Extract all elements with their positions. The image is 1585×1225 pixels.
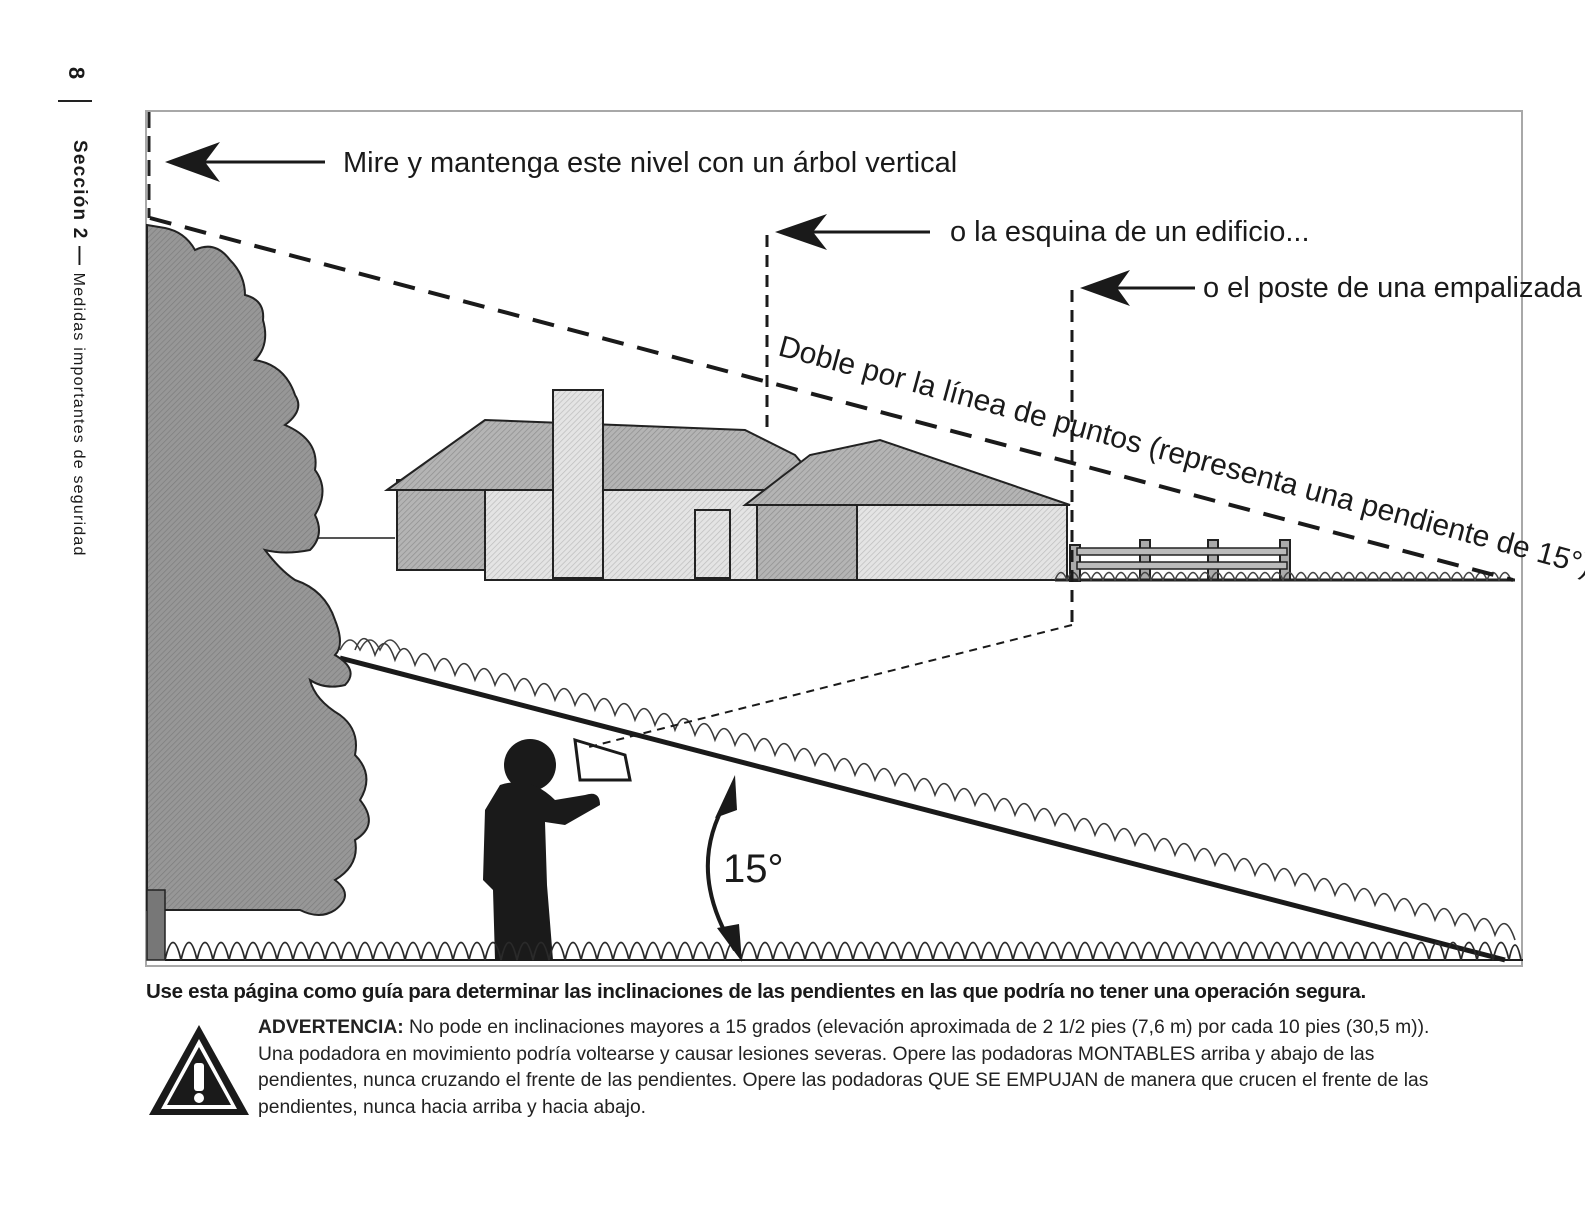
- slope-hill: [339, 637, 1516, 963]
- figure-caption: Use esta página como guía para determina…: [146, 980, 1366, 1003]
- label-tree: Mire y mantenga este nivel con un árbol …: [343, 147, 957, 179]
- slope-illustration: Mire y mantenga este nivel con un árbol …: [145, 110, 1585, 967]
- label-building: o la esquina de un edificio...: [950, 216, 1310, 248]
- page-number: 8: [64, 66, 90, 80]
- warning-text: ADVERTENCIA: No pode en inclinaciones ma…: [258, 1015, 1458, 1121]
- fence-illustration: [1054, 539, 1515, 583]
- warning-label: ADVERTENCIA:: [258, 1017, 404, 1038]
- arrow-left-icon: [1080, 270, 1195, 306]
- arrow-left-icon: [775, 214, 930, 250]
- section-name: Medidas importantes de seguridad: [70, 272, 87, 557]
- foreground-grass: [164, 941, 1523, 961]
- slope-guide-figure: Mire y mantenga este nivel con un árbol …: [145, 110, 1585, 970]
- double-arrow-icon: [705, 775, 742, 962]
- warning-body: No pode en inclinaciones mayores a 15 gr…: [258, 1017, 1430, 1118]
- tree-illustration: [146, 223, 370, 961]
- label-post: o el poste de una empalizada: [1203, 272, 1583, 304]
- warning-triangle-icon: [149, 1025, 249, 1115]
- person-silhouette: [483, 737, 632, 960]
- warning-block: ADVERTENCIA: No pode en inclinaciones ma…: [145, 1015, 1465, 1145]
- arrow-left-icon: [165, 142, 325, 182]
- section-title: Sección 2 — Medidas importantes de segur…: [50, 140, 90, 557]
- angle-label: 15°: [723, 847, 784, 891]
- sight-line: [584, 624, 1073, 749]
- fold-dashed-line: [149, 216, 1514, 582]
- section-prefix: Sección 2 —: [69, 140, 90, 273]
- house-illustration: [305, 389, 1071, 581]
- sidebar-rule: [58, 100, 92, 102]
